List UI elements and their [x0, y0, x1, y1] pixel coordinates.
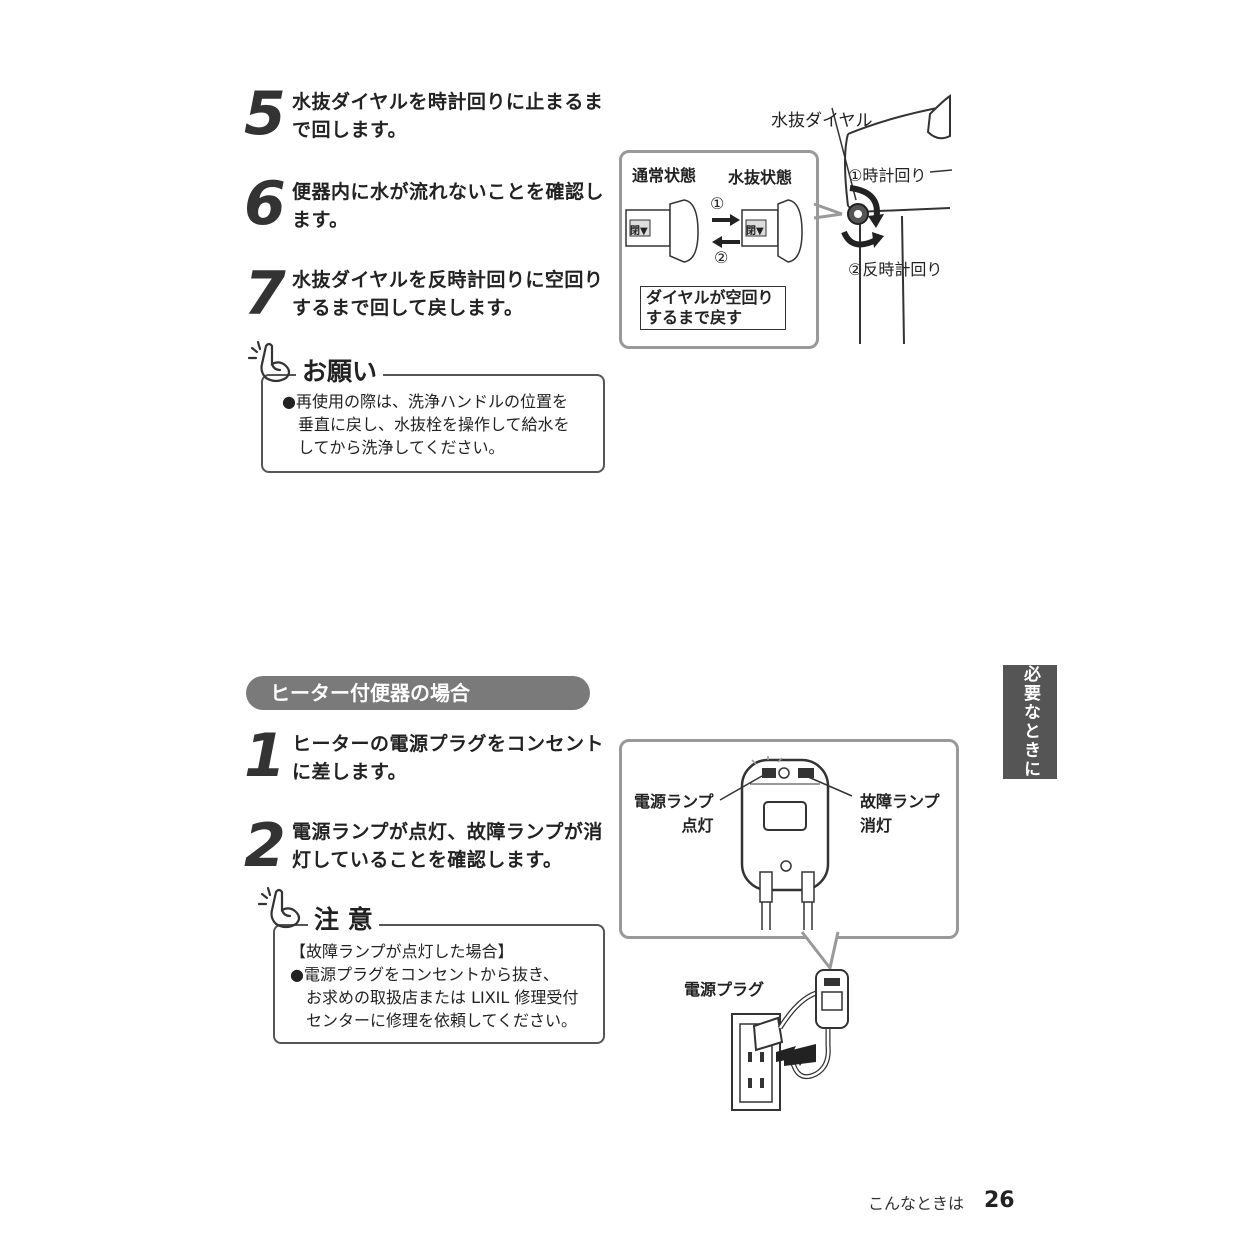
drain-dial-label: 水抜ダイヤル: [771, 111, 873, 131]
caution-line-1: 【故障ランプが点灯した場合】: [290, 942, 514, 961]
dial-state-illustration: [625, 199, 803, 263]
arrow-2-label: ②: [714, 248, 729, 267]
heater-step-2-line1: 電源ランプが点灯、故障ランプが消: [292, 821, 603, 843]
heater-step-1-line2: に差します。: [292, 761, 408, 783]
caution-title: 注 意: [308, 900, 379, 936]
step-7-line2: するまで回して戻します。: [292, 297, 524, 319]
fault-lamp-line-2: 消灯: [860, 816, 893, 835]
request-note-box: [261, 374, 605, 473]
pointing-hand-icon: [257, 886, 301, 929]
heater-controller-illustration: [740, 756, 830, 930]
pointing-hand-icon: [247, 340, 291, 383]
power-lamp-line-1: 電源ランプ: [634, 792, 714, 811]
counterclockwise-label: ②反時計回り: [848, 260, 943, 279]
knob-mark-normal: 閉▼: [630, 226, 648, 237]
step-6-line2: ます。: [292, 209, 349, 231]
page-number: 26: [984, 1188, 1015, 1213]
step-5-text: 水抜ダイヤルを時計回りに止まるま で回します。: [292, 88, 603, 144]
step-7-number: 7: [244, 259, 286, 329]
step-7-text: 水抜ダイヤルを反時計回りに空回り するまで回して戻します。: [292, 266, 603, 322]
return-line-2: するまで戻す: [646, 308, 743, 327]
lamp-leader-lines: [719, 775, 853, 801]
request-line-2: 垂直に戻し、水抜栓を操作して給水を: [282, 415, 570, 434]
power-lamp-line-2: 点灯: [681, 816, 714, 835]
normal-state-label: 通常状態: [632, 166, 697, 185]
fault-lamp-line-1: 故障ランプ: [860, 792, 940, 811]
caution-line-2: ●電源プラグをコンセントから抜き、: [290, 965, 559, 984]
callout-pointer: [800, 928, 840, 972]
arrow-1-label: ①: [710, 194, 725, 213]
fault-lamp-label: 故障ランプ 消灯: [860, 790, 940, 838]
heater-step-2-line2: 灯していることを確認します。: [292, 849, 563, 871]
request-text: ●再使用の際は、洗浄ハンドルの位置を 垂直に戻し、水抜栓を操作して給水を してか…: [282, 390, 570, 459]
caution-note-box: [273, 924, 605, 1044]
toilet-tank-illustration: [813, 94, 953, 345]
heater-step-1-line1: ヒーターの電源プラグをコンセント: [292, 733, 605, 755]
request-line-1: ●再使用の際は、洗浄ハンドルの位置を: [282, 392, 568, 411]
step-5-number: 5: [244, 79, 286, 149]
side-index-tab: 必要なときに: [1003, 665, 1057, 779]
step-5-line2: で回します。: [292, 119, 408, 141]
power-lamp-label: 電源ランプ 点灯: [634, 790, 714, 838]
step-5-line1: 水抜ダイヤルを時計回りに止まるま: [292, 91, 604, 113]
heater-step-1-text: ヒーターの電源プラグをコンセント に差します。: [292, 730, 604, 786]
caution-text: 【故障ランプが点灯した場合】 ●電源プラグをコンセントから抜き、 お求めの取扱店…: [290, 940, 578, 1032]
return-instruction-text: ダイヤルが空回り するまで戻す: [646, 288, 774, 328]
request-title: お願い: [296, 352, 384, 388]
caution-line-3: お求めの取扱店または LIXIL 修理受付: [290, 988, 579, 1007]
heater-step-2-number: 2: [244, 811, 286, 881]
drain-state-label: 水抜状態: [728, 168, 793, 187]
power-plug-label: 電源プラグ: [684, 980, 765, 999]
caution-line-4: センターに修理を依頼してください。: [290, 1011, 578, 1030]
knob-mark-drain: 閉▼: [746, 226, 764, 237]
step-6-number: 6: [244, 169, 286, 239]
power-plug-outlet-illustration: [731, 969, 849, 1111]
heater-section-title: ヒーター付便器の場合: [246, 676, 590, 710]
return-line-1: ダイヤルが空回り: [646, 288, 774, 307]
heater-step-2-text: 電源ランプが点灯、故障ランプが消 灯していることを確認します。: [292, 818, 603, 874]
return-instruction-box: [640, 286, 786, 330]
heater-step-1-number: 1: [244, 721, 286, 791]
clockwise-label: ①時計回り: [848, 166, 927, 185]
step-6-text: 便器内に水が流れないことを確認し ます。: [292, 178, 604, 234]
step-6-line1: 便器内に水が流れないことを確認し: [292, 181, 605, 203]
request-line-3: してから洗浄してください。: [282, 438, 505, 457]
footer-section-name: こんなときは: [868, 1194, 965, 1213]
step-7-line1: 水抜ダイヤルを反時計回りに空回り: [292, 269, 604, 291]
